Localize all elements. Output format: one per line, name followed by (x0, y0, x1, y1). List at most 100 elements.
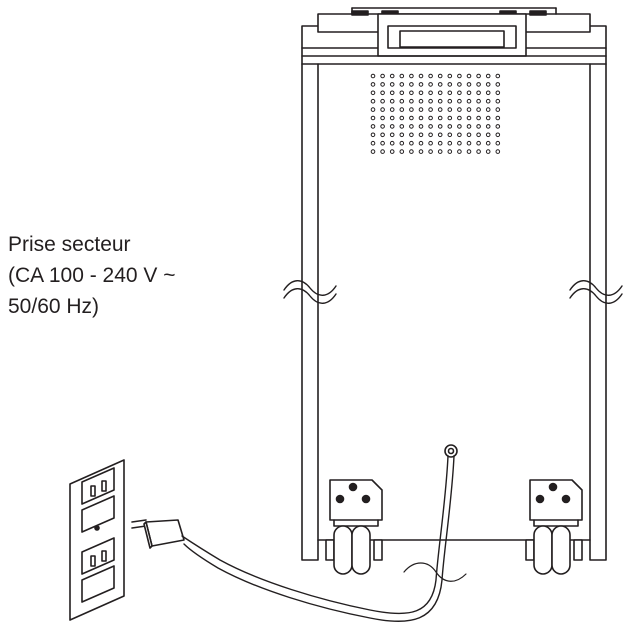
vent-hole (409, 124, 414, 129)
vent-hole (409, 73, 414, 79)
vent-hole (476, 107, 481, 112)
vent-hole (495, 107, 501, 112)
vent-hole (495, 149, 501, 154)
vent-hole (457, 73, 462, 79)
vent-hole (409, 90, 414, 96)
vent-hole (389, 115, 395, 121)
vent-hole (457, 98, 462, 104)
vent-hole (380, 115, 385, 121)
vent-hole (389, 82, 395, 87)
vent-hole (466, 73, 472, 79)
vent-hole (428, 107, 433, 112)
vent-hole (428, 82, 433, 87)
vent-hole (418, 115, 424, 121)
vent-hole (428, 90, 433, 96)
vent-hole (447, 107, 453, 112)
caster-wheel-icon (525, 479, 583, 575)
vent-hole (447, 149, 453, 154)
vent-hole (380, 124, 385, 129)
vent-hole (447, 140, 453, 146)
vent-hole (437, 115, 443, 121)
vent-hole (418, 98, 424, 104)
vent-hole (428, 73, 433, 79)
vent-hole (389, 90, 395, 96)
vent-hole (485, 115, 491, 121)
vent-hole (476, 90, 481, 96)
vent-hole (418, 149, 424, 154)
vent-hole (389, 132, 395, 138)
vent-hole (437, 149, 443, 154)
vent-hole (428, 132, 433, 138)
vent-hole (370, 132, 376, 138)
vent-hole (399, 149, 405, 154)
vent-hole (457, 107, 462, 112)
vent-hole (485, 132, 491, 138)
vent-hole (409, 115, 414, 121)
vent-hole (437, 90, 443, 96)
vent-hole (495, 132, 501, 138)
vent-hole (437, 98, 443, 104)
vent-hole (466, 115, 472, 121)
vent-hole (485, 98, 491, 104)
vent-hole (437, 124, 443, 129)
vent-hole (437, 82, 443, 87)
vent-hole (476, 132, 481, 138)
vent-hole (418, 107, 424, 112)
vent-hole (418, 82, 424, 87)
vent-hole (418, 90, 424, 96)
vent-hole (409, 98, 414, 104)
vent-hole (476, 124, 481, 129)
vent-hole (447, 73, 453, 79)
vent-hole (457, 115, 462, 121)
vent-hole (370, 124, 376, 129)
vent-hole (409, 149, 414, 154)
vent-hole (428, 149, 433, 154)
vent-hole (476, 140, 481, 146)
vent-hole (495, 115, 501, 121)
vent-hole (485, 82, 491, 87)
vent-hole (447, 115, 453, 121)
outlet-callout-label: Prise secteur (CA 100 - 240 V ~ 50/60 Hz… (8, 229, 176, 322)
vent-hole (466, 140, 472, 146)
vent-hole (476, 115, 481, 121)
vent-hole (428, 124, 433, 129)
vent-hole (399, 115, 405, 121)
vent-hole (380, 149, 385, 154)
vent-hole (495, 124, 501, 129)
vent-hole (428, 98, 433, 104)
vent-hole (447, 124, 453, 129)
vent-hole (466, 90, 472, 96)
cord-grommet (444, 444, 458, 458)
vent-hole (476, 98, 481, 104)
vent-hole (447, 98, 453, 104)
vent-hole (466, 149, 472, 154)
vent-hole (389, 98, 395, 104)
power-cord (181, 455, 467, 623)
vent-hole (370, 90, 376, 96)
vent-hole (485, 90, 491, 96)
vent-hole (466, 124, 472, 129)
vent-hole (389, 73, 395, 79)
vent-hole (418, 73, 424, 79)
vent-hole (380, 140, 385, 146)
vent-hole (380, 82, 385, 87)
vent-hole (457, 132, 462, 138)
callout-line-2: (CA 100 - 240 V ~ (8, 264, 176, 287)
vent-hole (476, 149, 481, 154)
vent-hole (485, 149, 491, 154)
vent-hole (466, 107, 472, 112)
vent-hole (370, 115, 376, 121)
vent-hole (380, 132, 385, 138)
vent-hole (418, 132, 424, 138)
ventilation-grille (370, 73, 501, 154)
vent-hole (495, 98, 501, 104)
vent-hole (437, 73, 443, 79)
vent-hole (399, 98, 405, 104)
vent-hole (389, 140, 395, 146)
vent-hole (380, 73, 385, 79)
vent-hole (485, 140, 491, 146)
vent-hole (409, 132, 414, 138)
vent-hole (399, 107, 405, 112)
top-handle (301, 7, 607, 57)
